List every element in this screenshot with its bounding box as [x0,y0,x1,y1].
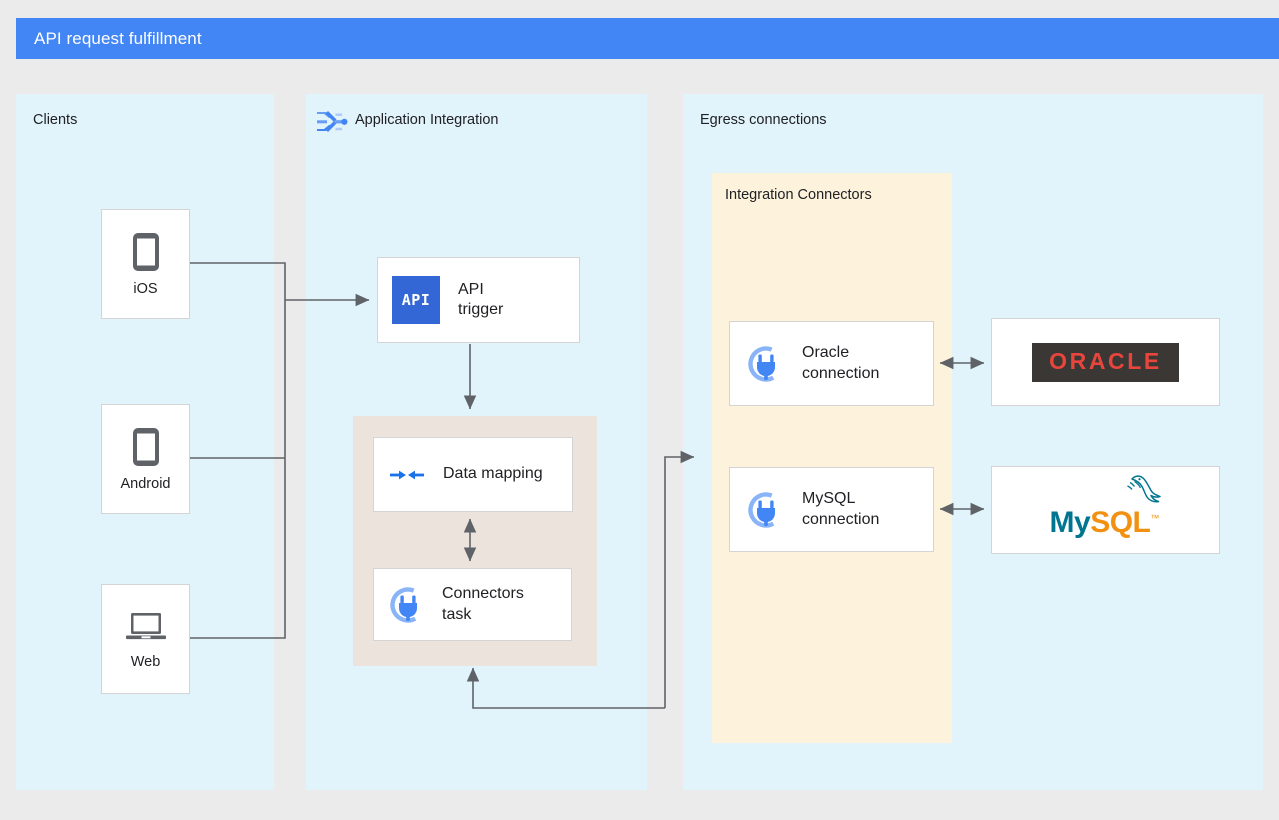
node-label-api-trigger: API trigger [458,280,504,318]
client-label-ios: iOS [133,280,158,297]
laptop-icon [123,607,169,647]
api-badge-text: API [401,291,431,309]
system-card-mysql[interactable]: MySQL™ [991,466,1220,554]
client-label-web: Web [130,653,161,670]
client-card-ios[interactable]: iOS [101,209,190,319]
system-card-oracle[interactable]: ORACLE [991,318,1220,406]
node-data-mapping[interactable]: Data mapping [373,437,573,512]
phone-icon [127,230,165,274]
oracle-wordmark: ORACLE [1049,347,1162,374]
mysql-logo-icon: MySQL™ [1049,475,1162,542]
node-oracle-connection[interactable]: Oracle connection [729,321,934,406]
node-label-mysql-connection: MySQL connection [802,490,880,528]
mysql-wordmark-my: My [1049,506,1091,539]
zone-clients-label: Clients [33,112,78,128]
diagram-header: API request fulfillment [16,18,1279,59]
node-label-connectors-task: Connectors task [442,585,524,623]
connector-plug-icon [744,488,788,532]
api-badge-icon: API [392,276,440,324]
node-api-trigger[interactable]: API API trigger [377,257,580,343]
connector-plug-icon [386,583,430,627]
zone-egress-label: Egress connections [700,112,827,128]
connector-plug-icon [744,342,788,386]
mysql-wordmark-sql: SQL [1090,506,1151,539]
client-label-android: Android [120,475,171,492]
mysql-trademark: ™ [1150,513,1159,523]
client-card-android[interactable]: Android [101,404,190,514]
node-label-data-mapping: Data mapping [443,465,543,483]
data-mapping-icon [389,463,425,487]
node-label-oracle-connection: Oracle connection [802,344,880,382]
zone-application-integration-label: Application Integration [355,112,499,128]
node-mysql-connection[interactable]: MySQL connection [729,467,934,552]
oracle-logo-icon: ORACLE [1032,342,1179,382]
page-title: API request fulfillment [34,28,202,48]
zone-integration-connectors: Integration Connectors [712,173,952,743]
mysql-wordmark: MySQL™ [1049,506,1160,539]
application-integration-logo-icon [315,106,349,138]
zone-integration-connectors-label: Integration Connectors [725,187,872,203]
client-card-web[interactable]: Web [101,584,190,694]
phone-icon [127,425,165,469]
node-connectors-task[interactable]: Connectors task [373,568,572,641]
